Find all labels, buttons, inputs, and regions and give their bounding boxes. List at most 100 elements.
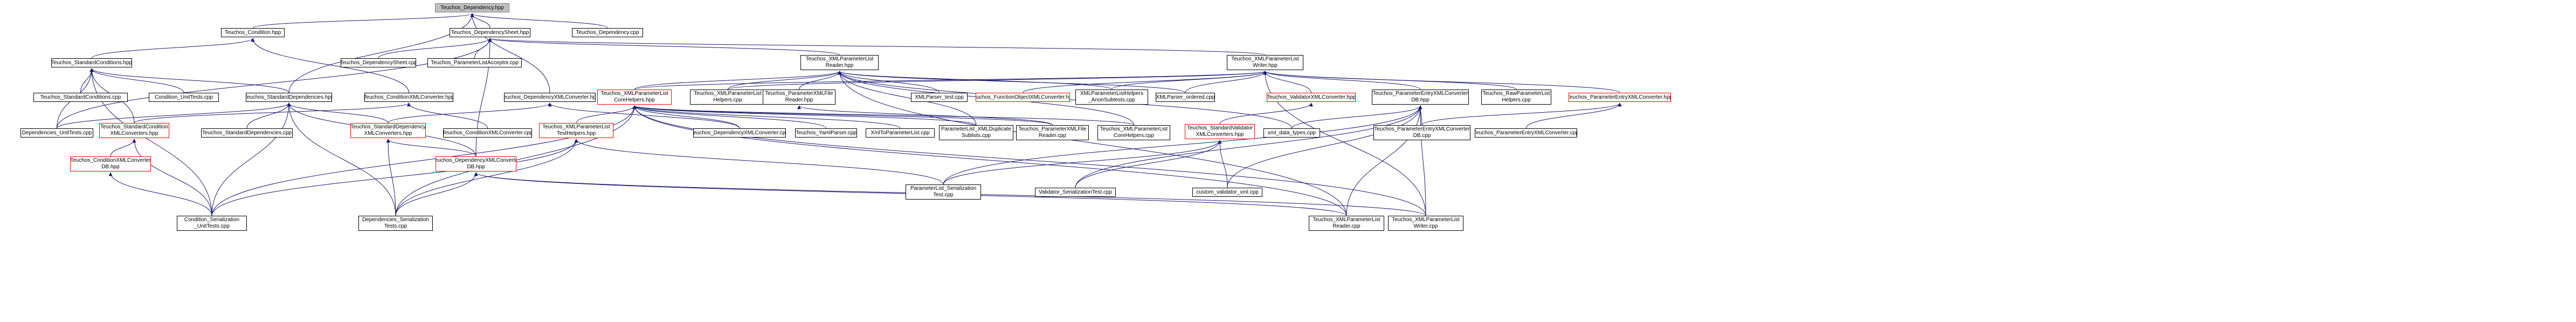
edge-parameter-list-serialization-test-cpp-to-xml-parameter-list-test-helpers-hpp	[574, 139, 944, 185]
edge-dependency-sheet-hpp-to-dependency-hpp	[470, 13, 491, 29]
node-condition-serialization-unit-tests-cpp[interactable]: Condition_Serialization _UnitTests.cpp	[177, 216, 247, 231]
node-xml-parameter-list-core-helpers-hpp[interactable]: Teuchos_XMLParameterList CoreHelpers.hpp	[597, 90, 672, 105]
node-dependency-sheet-hpp[interactable]: Teuchos_DependencySheet.hpp	[450, 28, 530, 37]
edge-standard-dependencies-cpp-to-standard-dependencies-hpp	[246, 102, 291, 129]
node-standard-dependencies-hpp[interactable]: Teuchos_StandardDependencies.hpp	[246, 93, 332, 102]
node-parameter-entry-xml-converter-hpp[interactable]: Teuchos_ParameterEntryXMLConverter.hpp	[1569, 93, 1671, 102]
node-dependencies-serialization-tests-cpp[interactable]: Dependencies_Serialization Tests.cpp	[358, 216, 433, 231]
edge-parameter-entry-xml-converter-hpp-to-xml-parameter-list-writer-hpp	[1263, 71, 1620, 93]
edge-parameter-xml-file-reader-hpp-to-xml-parameter-list-reader-hpp	[799, 71, 841, 90]
node-standard-dependency-xml-converters-hpp[interactable]: Teuchos_StandardDependency XMLConverters…	[350, 123, 426, 138]
node-condition-xml-converter-db-hpp[interactable]: Teuchos_ConditionXMLConverter DB.hpp	[70, 156, 151, 172]
edge-condition-serialization-unit-tests-cpp-to-standard-condition-xml-converters-hpp	[132, 139, 212, 216]
edge-xml-parameter-list-helpers-anon-subtests-cpp-to-xml-parameter-list-writer-hpp	[1111, 71, 1267, 90]
node-custom-validator-xml-cpp[interactable]: custom_validator_xml.cpp	[1192, 188, 1262, 197]
edge-xml-parameter-list-helpers-cpp-to-xml-parameter-list-reader-hpp	[727, 71, 841, 90]
edge-condition-serialization-unit-tests-cpp-to-condition-xml-converter-db-hpp	[108, 172, 212, 216]
edge-standard-conditions-cpp-to-standard-conditions-hpp	[80, 68, 94, 93]
node-parameter-list-xml-duplicate-sublists-cpp[interactable]: ParameterList_XMLDuplicate Sublists.cpp	[939, 125, 1013, 140]
edge-parameter-entry-xml-converter-db-hpp-to-xml-parameter-list-writer-hpp	[1263, 71, 1421, 90]
edge-parameter-list-serialization-test-cpp-to-standard-validator-xml-converters-hpp	[943, 140, 1222, 185]
node-xml-parameter-list-reader-cpp[interactable]: Teuchos_XMLParameterList Reader.cpp	[1309, 216, 1384, 231]
node-dependency-xml-converter-cpp[interactable]: Teuchos_DependencyXMLConverter.cpp	[693, 128, 786, 138]
node-validator-xml-converter-hpp[interactable]: Teuchos_ValidatorXMLConverter.hpp	[1267, 93, 1356, 102]
node-yaml-parser-cpp[interactable]: Teuchos_YamlParser.cpp	[795, 128, 857, 138]
edge-xml-data-types-cpp-to-parameter-entry-xml-converter-db-hpp	[1292, 105, 1422, 129]
edge-condition-xml-converter-db-hpp-to-standard-condition-xml-converters-hpp	[110, 139, 136, 157]
edge-custom-validator-xml-cpp-to-parameter-entry-xml-converter-db-hpp	[1227, 105, 1422, 188]
edge-condition-xml-converter-hpp-to-condition-hpp	[251, 38, 409, 93]
node-standard-conditions-cpp[interactable]: Teuchos_StandardConditions.cpp	[33, 93, 128, 102]
edge-standard-validator-xml-converters-hpp-to-validator-xml-converter-hpp	[1219, 102, 1313, 125]
node-condition-unit-tests-cpp[interactable]: Condition_UnitTests.cpp	[149, 93, 219, 102]
node-standard-dependencies-cpp[interactable]: Teuchos_StandardDependencies.cpp	[201, 128, 293, 138]
node-raw-parameter-list-helpers-cpp[interactable]: Teuchos_RawParameterList Helpers.cpp	[1481, 90, 1551, 105]
edge-xml-parameter-list-test-helpers-hpp-to-xml-parameter-list-core-helpers-hpp	[576, 105, 637, 124]
node-xml-parser-test-cpp[interactable]: XMLParser_test.cpp	[911, 93, 968, 102]
node-parameter-entry-xml-converter-db-hpp[interactable]: Teuchos_ParameterEntryXMLConverter DB.hp…	[1372, 90, 1469, 105]
edge-condition-serialization-unit-tests-cpp-to-xml-parameter-list-test-helpers-hpp	[211, 139, 578, 216]
node-xml-parameter-list-core-helpers-cpp[interactable]: Teuchos_XMLParameterList CoreHelpers.cpp	[1097, 125, 1170, 140]
node-standard-condition-xml-converters-hpp[interactable]: Teuchos_StandardCondition XMLConverters.…	[99, 123, 169, 138]
node-parameter-xml-file-reader-cpp[interactable]: Teuchos_ParameterXMLFile Reader.cpp	[1016, 125, 1089, 140]
node-dependency-xml-converter-db-hpp[interactable]: Teuchos_DependencyXMLConverter DB.hpp	[436, 156, 516, 172]
node-parameter-list-serialization-test-cpp[interactable]: ParameterList_Serialization Test.cpp	[906, 184, 981, 200]
edge-parameter-xml-file-reader-cpp-to-parameter-xml-file-reader-hpp	[797, 105, 1053, 126]
edge-condition-xml-converter-cpp-to-condition-xml-converter-hpp	[407, 102, 488, 129]
node-standard-conditions-hpp[interactable]: Teuchos_StandardConditions.hpp	[51, 58, 132, 67]
node-condition-xml-converter-cpp[interactable]: Teuchos_ConditionXMLConverter.cpp	[443, 128, 532, 138]
edge-xml-parameter-list-reader-hpp-to-dependency-sheet-hpp	[488, 38, 840, 56]
node-xml-parameter-list-reader-hpp[interactable]: Teuchos_XMLParameterList Reader.hpp	[800, 55, 879, 70]
edge-standard-dependency-xml-converters-hpp-to-standard-dependencies-hpp	[287, 102, 389, 124]
node-xml-parameter-list-writer-cpp[interactable]: Teuchos_XMLParameterList Writer.cpp	[1388, 216, 1463, 231]
node-dependency-sheet-cpp[interactable]: Teuchos_DependencySheet.cpp	[341, 58, 416, 67]
node-parameter-entry-xml-converter-db-cpp[interactable]: Teuchos_ParameterEntryXMLConverter DB.cp…	[1373, 125, 1470, 140]
edge-xml-parameter-list-reader-cpp-to-parameter-entry-xml-converter-db-hpp	[1346, 105, 1422, 216]
node-xml-parameter-list-helpers-cpp[interactable]: Teuchos_XMLParameterList Helpers.cpp	[690, 90, 765, 105]
node-condition-hpp[interactable]: Teuchos_Condition.hpp	[221, 28, 285, 37]
edge-xml-parser-ordered-cpp-to-xml-parameter-list-reader-hpp	[838, 71, 1186, 93]
edge-condition-serialization-unit-tests-cpp-to-xml-parameter-list-core-helpers-hpp	[211, 105, 637, 216]
node-xml-parameter-list-writer-hpp[interactable]: Teuchos_XMLParameterList Writer.hpp	[1227, 55, 1303, 70]
edge-layer	[57, 13, 1622, 216]
edge-parameter-list-xml-duplicate-sublists-cpp-to-xml-parameter-list-core-helpers-hpp	[632, 105, 977, 126]
edge-xml-parameter-list-reader-cpp-to-xml-parameter-list-core-helpers-hpp	[632, 105, 1347, 216]
node-parameter-xml-file-reader-hpp[interactable]: Teuchos_ParameterXMLFile Reader.hpp	[763, 90, 835, 105]
node-standard-validator-xml-converters-hpp[interactable]: Teuchos_StandardValidator XMLConverters.…	[1185, 124, 1255, 139]
node-xml-parameter-list-helpers-anon-subtests-cpp[interactable]: XMLParameterListHelpers _AnonSubtests.cp…	[1075, 90, 1148, 105]
node-xml-data-types-cpp[interactable]: xml_data_types.cpp	[1263, 128, 1320, 138]
edge-xml-parser-test-cpp-to-xml-parameter-list-reader-hpp	[838, 71, 940, 93]
edge-condition-hpp-to-dependency-hpp	[252, 13, 474, 29]
node-validator-serialization-test-cpp[interactable]: Validator_SerializationTest.cpp	[1035, 188, 1116, 197]
edge-parameter-entry-xml-converter-db-cpp-to-parameter-entry-xml-converter-hpp	[1421, 102, 1622, 126]
edge-dependencies-serialization-tests-cpp-to-xml-parameter-list-test-helpers-hpp	[395, 139, 578, 216]
edge-dependencies-unit-tests-cpp-to-standard-dependencies-hpp	[57, 102, 291, 129]
edge-xml-parameter-list-core-helpers-cpp-to-xml-parameter-list-core-helpers-hpp	[632, 105, 1134, 126]
edge-dependency-xml-converter-db-hpp-to-dependency-sheet-hpp	[475, 38, 492, 157]
edge-xml-to-parameter-list-cpp-to-xml-parameter-list-core-helpers-hpp	[632, 105, 901, 129]
edge-dependencies-serialization-tests-cpp-to-standard-dependencies-hpp	[287, 102, 396, 216]
edge-dependency-xml-converter-hpp-to-dependency-hpp	[470, 13, 550, 93]
edge-standard-dependency-xml-converters-hpp-to-dependency-xml-converter-hpp	[388, 102, 552, 124]
node-function-object-xml-converter-hpp[interactable]: Teuchos_FunctionObjectXMLConverter.hpp	[976, 93, 1070, 102]
node-dependency-xml-converter-hpp[interactable]: Teuchos_DependencyXMLConverter.hpp	[504, 93, 596, 102]
node-dependency-cpp[interactable]: Teuchos_Dependency.cpp	[572, 28, 643, 37]
edge-condition-serialization-unit-tests-cpp-to-standard-conditions-hpp	[89, 68, 212, 216]
node-parameter-entry-xml-converter-cpp[interactable]: Teuchos_ParameterEntryXMLConverter.cpp	[1475, 128, 1577, 138]
node-xml-parser-ordered-cpp[interactable]: XMLParser_ordered.cpp	[1156, 93, 1215, 102]
node-xml-to-parameter-list-cpp[interactable]: XmlToParameterList.cpp	[866, 128, 935, 138]
edge-raw-parameter-list-helpers-cpp-to-xml-parameter-list-writer-hpp	[1263, 71, 1517, 90]
node-parameter-list-acceptor-cpp[interactable]: Teuchos_ParameterListAcceptor.cpp	[427, 58, 522, 67]
node-xml-parameter-list-test-helpers-hpp[interactable]: Teuchos_XMLParameterList TestHelpers.hpp	[539, 123, 613, 138]
edge-dependencies-serialization-tests-cpp-to-dependency-xml-converter-db-hpp	[395, 172, 478, 216]
edge-xml-parameter-list-reader-cpp-to-xml-parameter-list-reader-hpp	[838, 71, 1347, 216]
node-condition-xml-converter-hpp[interactable]: Teuchos_ConditionXMLConverter.hpp	[364, 93, 453, 102]
edge-condition-serialization-unit-tests-cpp-to-standard-dependencies-hpp	[211, 102, 291, 216]
edge-parameter-entry-xml-converter-cpp-to-parameter-entry-xml-converter-hpp	[1525, 102, 1622, 129]
node-dependencies-unit-tests-cpp[interactable]: Dependencies_UnitTests.cpp	[20, 128, 93, 138]
edge-dependency-xml-converter-db-hpp-to-standard-dependency-xml-converters-hpp	[386, 139, 476, 157]
edge-validator-xml-converter-hpp-to-xml-parameter-list-writer-hpp	[1263, 71, 1311, 93]
edge-xml-parameter-list-writer-cpp-to-parameter-entry-xml-converter-db-hpp	[1418, 105, 1426, 216]
edge-parameter-list-acceptor-cpp-to-dependency-sheet-hpp	[474, 38, 492, 59]
